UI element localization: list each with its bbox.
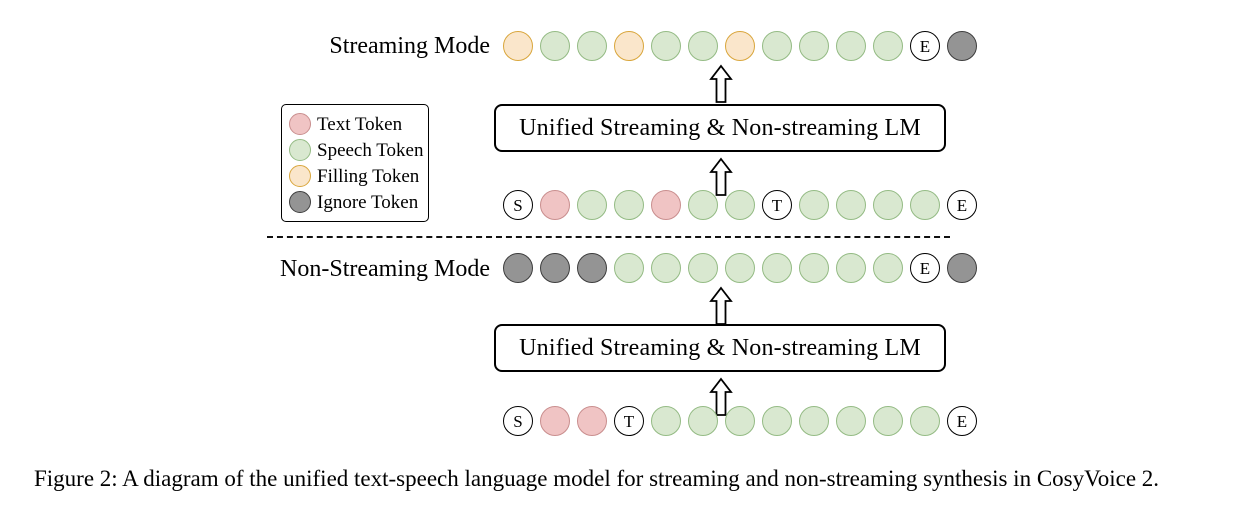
non-streaming-output-ignore-token <box>577 253 607 283</box>
non-streaming-input-speech-token <box>836 406 866 436</box>
non-streaming-output-speech-token <box>799 253 829 283</box>
legend-item-label: Filling Token <box>317 165 420 187</box>
non-streaming-input-text-token <box>577 406 607 436</box>
streaming-output-fill-token <box>503 31 533 61</box>
non-streaming-output-speech-token <box>651 253 681 283</box>
streaming-input-speech-token <box>910 190 940 220</box>
non-streaming-mode-label: Non-Streaming Mode <box>280 256 490 282</box>
non-streaming-output-speech-token <box>873 253 903 283</box>
ignore-token-swatch-icon <box>289 191 311 213</box>
streaming-input-text-token <box>651 190 681 220</box>
streaming-input-text-token <box>540 190 570 220</box>
token-legend: Text Token Speech Token Filling Token Ig… <box>281 104 429 222</box>
non-streaming-output-speech-token <box>725 253 755 283</box>
non-streaming-output-speech-token <box>762 253 792 283</box>
non-streaming-output-ignore-token <box>540 253 570 283</box>
non-streaming-input-text-token <box>540 406 570 436</box>
non-streaming-output-speech-token <box>688 253 718 283</box>
streaming-input-arrow-icon <box>709 157 733 196</box>
legend-item: Speech Token <box>289 137 424 163</box>
streaming-output-marker-token: E <box>910 31 940 61</box>
legend-item: Ignore Token <box>289 189 419 215</box>
filling-token-swatch-icon <box>289 165 311 187</box>
streaming-output-speech-token <box>873 31 903 61</box>
non-streaming-input-speech-token <box>725 406 755 436</box>
non-streaming-lm-label: Unified Streaming & Non-streaming LM <box>519 334 921 361</box>
streaming-lm-label: Unified Streaming & Non-streaming LM <box>519 114 921 141</box>
non-streaming-output-ignore-token <box>503 253 533 283</box>
non-streaming-input-marker-token: S <box>503 406 533 436</box>
non-streaming-input-speech-token <box>762 406 792 436</box>
non-streaming-output-arrow-icon <box>709 286 733 325</box>
non-streaming-output-marker-token: E <box>910 253 940 283</box>
streaming-input-speech-token <box>799 190 829 220</box>
non-streaming-input-speech-token <box>688 406 718 436</box>
streaming-output-fill-token <box>614 31 644 61</box>
non-streaming-input-speech-token <box>910 406 940 436</box>
non-streaming-lm-box: Unified Streaming & Non-streaming LM <box>494 324 946 372</box>
speech-token-swatch-icon <box>289 139 311 161</box>
streaming-output-speech-token <box>762 31 792 61</box>
non-streaming-input-speech-token <box>873 406 903 436</box>
legend-item: Text Token <box>289 111 419 137</box>
non-streaming-input-speech-token <box>799 406 829 436</box>
streaming-output-speech-token <box>651 31 681 61</box>
streaming-output-speech-token <box>688 31 718 61</box>
non-streaming-input-marker-token: E <box>947 406 977 436</box>
streaming-input-speech-token <box>614 190 644 220</box>
streaming-output-row: E <box>503 31 977 61</box>
legend-item: Filling Token <box>289 163 419 189</box>
non-streaming-output-speech-token <box>614 253 644 283</box>
streaming-input-marker-token: E <box>947 190 977 220</box>
streaming-input-marker-token: S <box>503 190 533 220</box>
streaming-input-speech-token <box>836 190 866 220</box>
streaming-output-speech-token <box>799 31 829 61</box>
streaming-input-speech-token <box>688 190 718 220</box>
non-streaming-output-row: E <box>503 253 977 283</box>
streaming-mode-label: Streaming Mode <box>329 33 490 59</box>
streaming-lm-box: Unified Streaming & Non-streaming LM <box>494 104 946 152</box>
non-streaming-output-ignore-token <box>947 253 977 283</box>
streaming-input-speech-token <box>725 190 755 220</box>
text-token-swatch-icon <box>289 113 311 135</box>
streaming-input-marker-token: T <box>762 190 792 220</box>
streaming-output-fill-token <box>725 31 755 61</box>
streaming-output-arrow-icon <box>709 64 733 103</box>
mode-divider <box>267 236 950 238</box>
non-streaming-input-marker-token: T <box>614 406 644 436</box>
streaming-output-speech-token <box>836 31 866 61</box>
legend-item-label: Text Token <box>317 113 403 135</box>
legend-item-label: Ignore Token <box>317 191 419 213</box>
streaming-output-ignore-token <box>947 31 977 61</box>
streaming-input-speech-token <box>577 190 607 220</box>
non-streaming-input-arrow-icon <box>709 377 733 416</box>
figure-caption: Figure 2: A diagram of the unified text-… <box>34 466 1160 491</box>
streaming-input-speech-token <box>873 190 903 220</box>
legend-item-label: Speech Token <box>317 139 424 161</box>
streaming-output-speech-token <box>577 31 607 61</box>
non-streaming-output-speech-token <box>836 253 866 283</box>
non-streaming-input-speech-token <box>651 406 681 436</box>
streaming-output-speech-token <box>540 31 570 61</box>
